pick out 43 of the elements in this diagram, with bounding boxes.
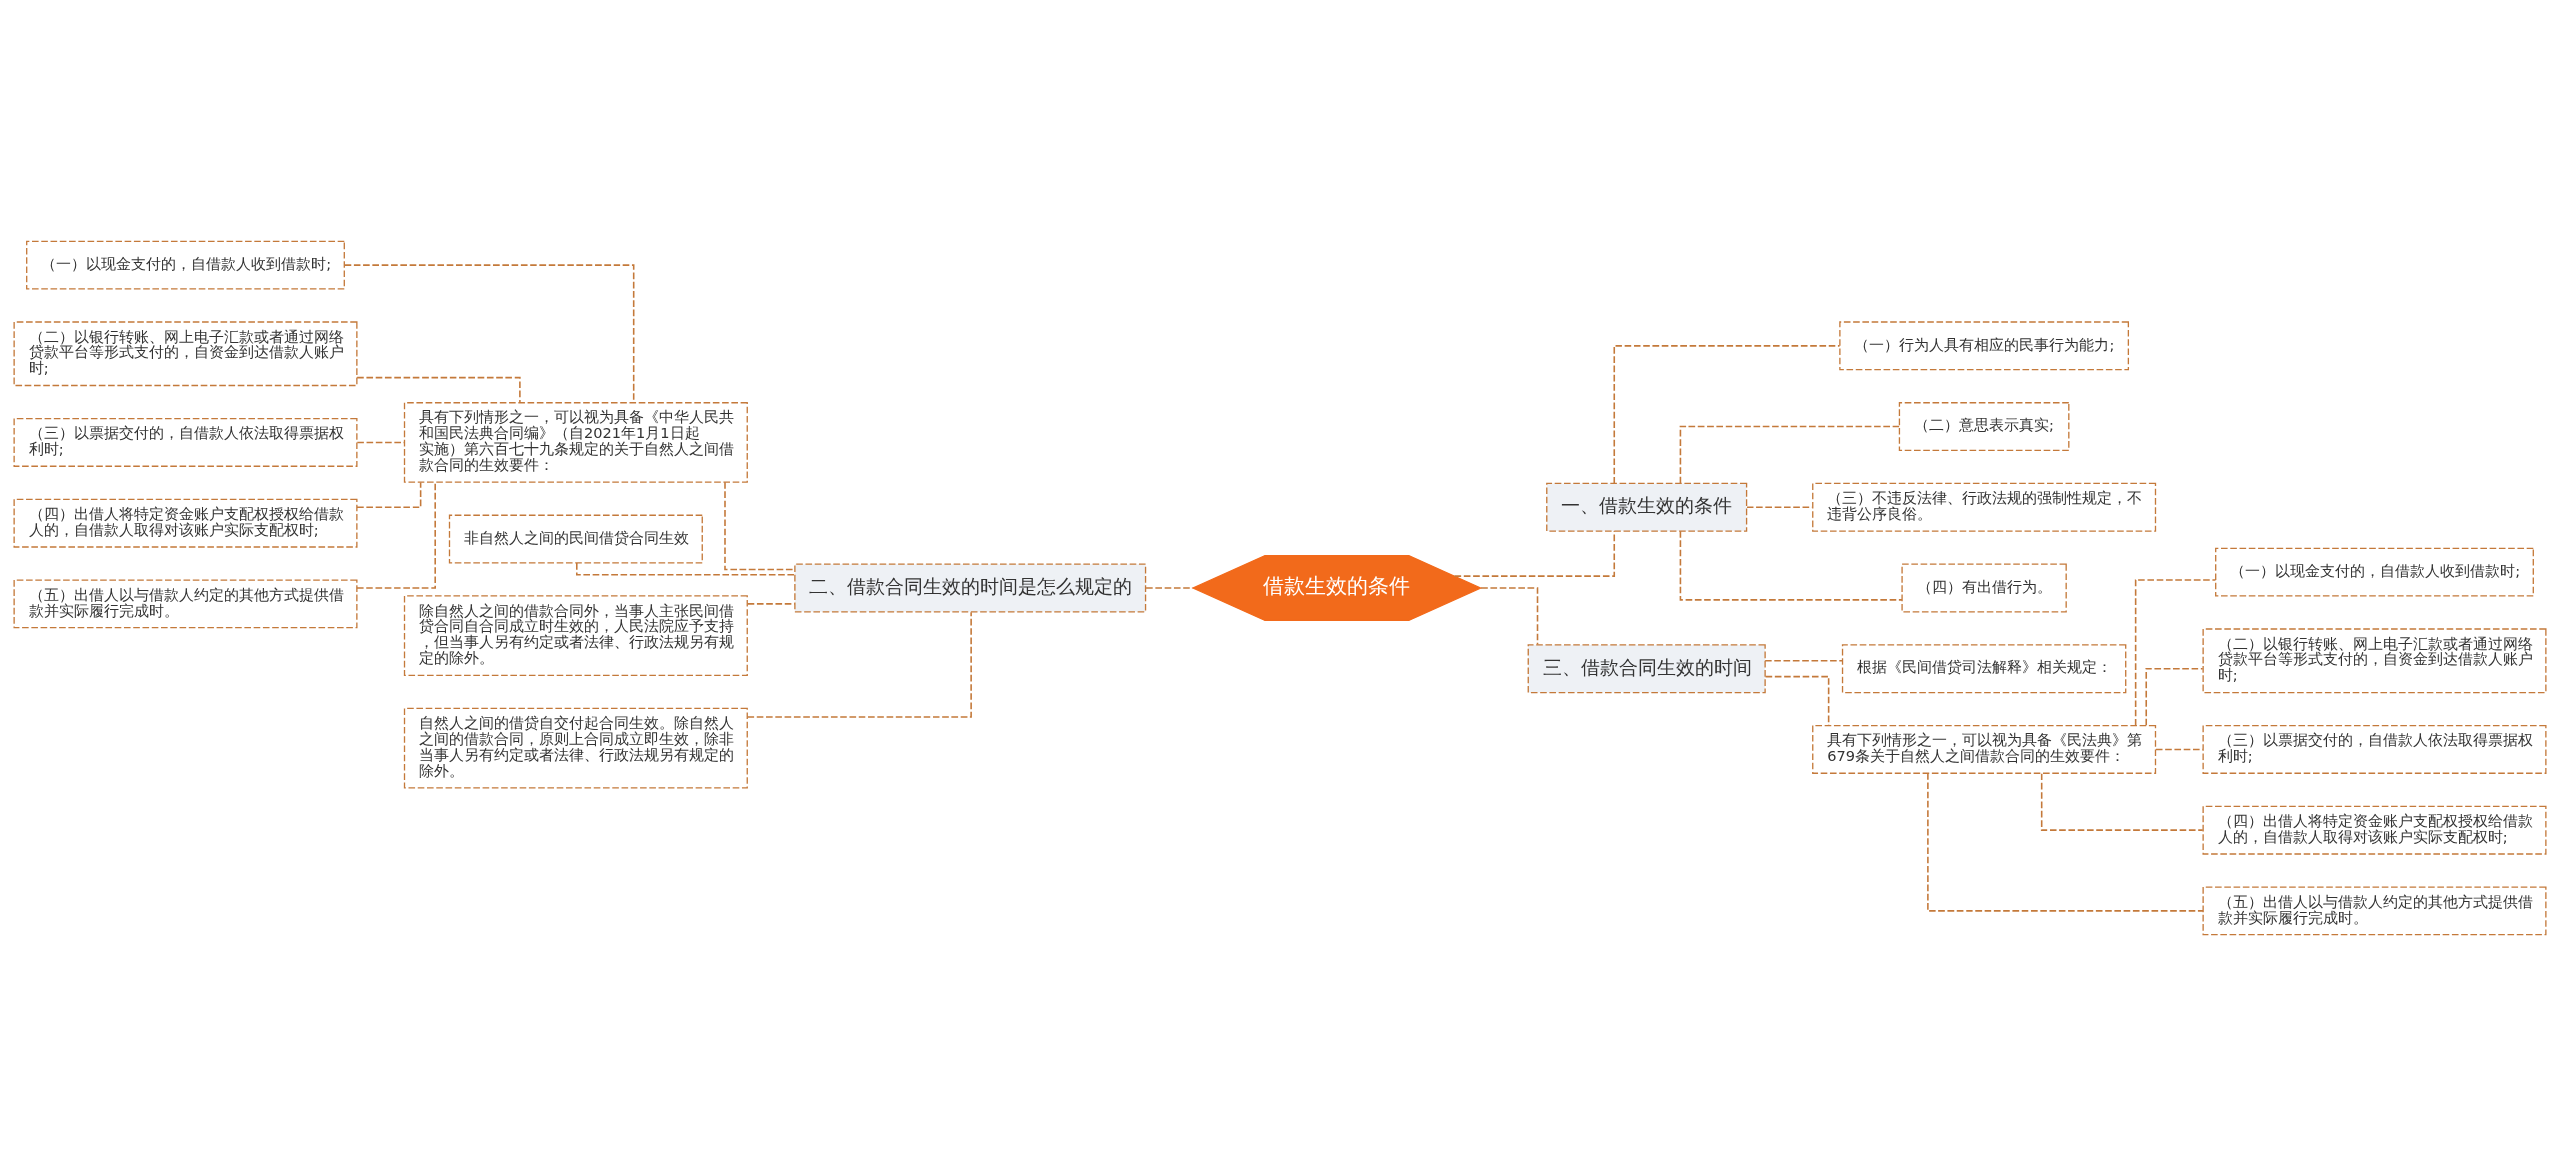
connector [1480,587,1539,646]
connector [576,562,796,576]
connector [746,611,972,718]
connector [1613,345,1841,485]
node-box: （一）以现金支付的，自借款人收到借款时; [2215,547,2534,597]
node-box: 根据《民间借贷司法解释》相关规定： [1841,644,2127,694]
connector [746,603,796,605]
node-box: 三、借款合同生效的时间 [1527,644,1766,694]
connector [1145,587,1194,589]
connector [1453,530,1616,577]
connector [2155,748,2204,751]
node-box: （五）出借人以与借款人约定的其他方式提供借款并实际履行完成时。 [2202,886,2547,936]
node-box: （三）以票据交付的，自借款人依法取得票据权利时; [13,417,358,467]
connector [2040,772,2204,831]
node-box: （四）出借人将特定资金账户支配权授权给借款人的，自借款人取得对该账户实际支配权时; [2202,805,2547,855]
node-box: 一、借款生效的条件 [1546,482,1748,532]
node-box: （四）出借人将特定资金账户支配权授权给借款人的，自借款人取得对该账户实际支配权时; [13,498,358,548]
node-box: （四）有出借行为。 [1901,563,2067,613]
connector [1764,675,1830,727]
connector [1679,425,1900,484]
connector [343,264,635,404]
connector [724,481,796,571]
node-box: （一）行为人具有相应的民事行为能力; [1839,321,2130,371]
connector [2134,579,2217,727]
node-box: 具有下列情形之一，可以视为具备《民法典》第679条关于自然人之间借款合同的生效要件： [1812,724,2157,774]
node-box: （二）以银行转账、网上电子汇款或者通过网络贷款平台等形式支付的，自资金到达借款人账户时; [2202,628,2547,694]
connector [1679,530,1903,601]
connector [356,481,436,589]
node-box: （二）意思表示真实; [1898,402,2070,452]
node-box: 非自然人之间的民间借贷合同生效 [448,514,703,564]
node-box: 具有下列情形之一，可以视为具备《中华人民共和国民法典合同编》（自2021年1月1日起实施）第六百七十九条规定的关于自然人之间借款合同的生效要件： [403,402,748,483]
node-box: 自然人之间的借贷自交付起合同生效。除自然人之间的借款合同，原则上合同成立即生效，除非当事人另有约定或者法律、行政法规另有规定的除外。 [403,707,748,789]
node-box: （三）不违反法律、行政法规的强制性规定，不违背公序良俗。 [1812,482,2157,532]
node-box: （三）以票据交付的，自借款人依法取得票据权利时; [2202,724,2547,774]
connector [1764,660,1843,662]
node-box: 二、借款合同生效的时间是怎么规定的 [794,563,1147,613]
node-box: （二）以银行转账、网上电子汇款或者通过网络贷款平台等形式支付的，自资金到达借款人账户时; [13,321,358,387]
node-box: 除自然人之间的借款合同外，当事人主张民间借贷合同自合同成立时生效的，人民法院应予支持，但当事人另有约定或者法律、行政法规另有规定的除外。 [403,595,748,676]
connector [2145,667,2204,727]
node-box: （五）出借人以与借款人约定的其他方式提供借款并实际履行完成时。 [13,579,358,629]
connector [1927,772,2204,912]
node-box: （一）以现金支付的，自借款人收到借款时; [26,240,345,290]
connector [356,481,422,509]
